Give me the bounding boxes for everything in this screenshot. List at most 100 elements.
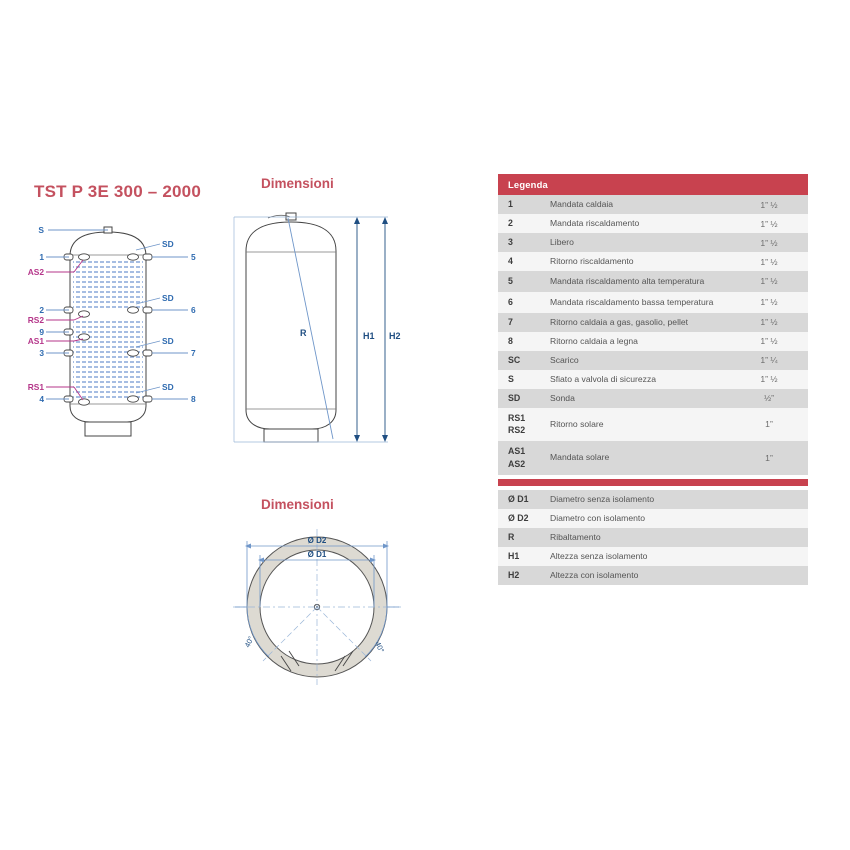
legend-size: 1” bbox=[736, 407, 808, 441]
tank-label-sd-4: SD bbox=[162, 382, 174, 392]
legend-size: 1” ½ bbox=[736, 369, 808, 389]
dimensions-side-figure: R H1 H2 bbox=[228, 196, 408, 461]
legend-desc: Ritorno caldaia a legna bbox=[550, 331, 736, 351]
legend-code: AS1 AS2 bbox=[498, 441, 550, 475]
legend-desc: Mandata solare bbox=[550, 441, 736, 475]
legend-desc: Scarico bbox=[550, 350, 736, 370]
legend-row-6: 6 Mandata riscaldamento bassa temperatur… bbox=[498, 291, 808, 313]
legend-code: R bbox=[498, 527, 550, 547]
tank-label-8: 8 bbox=[191, 394, 196, 404]
dim-label-d2: Ø D2 bbox=[308, 536, 327, 545]
tank-label-sd-3: SD bbox=[162, 336, 174, 346]
legend-code: Ø D1 bbox=[498, 489, 550, 509]
legend-desc: Mandata caldaia bbox=[550, 195, 736, 214]
tank-label-as1: AS1 bbox=[28, 336, 44, 346]
h2-dimension-line bbox=[382, 217, 388, 442]
tank-label-1: 1 bbox=[39, 252, 44, 262]
legend-row-5: 5 Mandata riscaldamento alta temperatura… bbox=[498, 271, 808, 292]
legend-dim-row-d2: Ø D2 Diametro con isolamento bbox=[498, 508, 808, 528]
legend-code: H2 bbox=[498, 565, 550, 585]
legend-table: Legenda 1 Mandata caldaia 1” ½ 2 Mandata… bbox=[498, 174, 808, 585]
d2-dimension-line bbox=[245, 541, 389, 607]
d1-dimension-line bbox=[258, 555, 376, 607]
legend-code: 4 bbox=[498, 252, 550, 271]
legend-body: Legenda 1 Mandata caldaia 1” ½ 2 Mandata… bbox=[498, 174, 808, 585]
legend-code: Ø D2 bbox=[498, 508, 550, 528]
dim-label-h1: H1 bbox=[363, 331, 375, 341]
legend-row-sd: SD Sonda ½” bbox=[498, 388, 808, 408]
dimensions-top-figure: 40° 40° Ø D2 Ø D1 bbox=[225, 515, 410, 685]
legend-desc: Libero bbox=[550, 233, 736, 252]
legend-size: 1” ½ bbox=[736, 233, 808, 252]
dimensions-side-heading: Dimensioni bbox=[261, 176, 334, 191]
legend-code: S bbox=[498, 369, 550, 389]
legend-code: 2 bbox=[498, 214, 550, 233]
legend-size: 1” ¼ bbox=[736, 350, 808, 370]
top-fitting bbox=[285, 212, 297, 221]
tank-label-3: 3 bbox=[39, 348, 44, 358]
legend-size: 1” bbox=[736, 441, 808, 475]
tank-label-rs1: RS1 bbox=[28, 382, 44, 392]
legend-code: RS1 RS2 bbox=[498, 407, 550, 441]
legend-size: 1” ½ bbox=[736, 252, 808, 271]
legend-row-1: 1 Mandata caldaia 1” ½ bbox=[498, 195, 808, 214]
tank-label-sd-1: SD bbox=[162, 239, 174, 249]
page-title: TST P 3E 300 – 2000 bbox=[34, 182, 201, 201]
tank-label-4: 4 bbox=[39, 394, 44, 404]
legend-size: 1” ½ bbox=[736, 312, 808, 332]
legend-dim-row-h2: H2 Altezza con isolamento bbox=[498, 565, 808, 585]
legend-dim-row-d1: Ø D1 Diametro senza isolamento bbox=[498, 489, 808, 509]
h1-dimension-line bbox=[354, 217, 360, 442]
legend-row-4: 4 Ritorno riscaldamento 1” ½ bbox=[498, 252, 808, 271]
legend-row-sc: SC Scarico 1” ¼ bbox=[498, 350, 808, 370]
legend-desc: Mandata riscaldamento bbox=[550, 214, 736, 233]
tank-label-sd-2: SD bbox=[162, 293, 174, 303]
legend-dim-row-r: R Ribaltamento bbox=[498, 527, 808, 547]
legend-desc: Altezza senza isolamento bbox=[550, 546, 808, 566]
legend-code: SC bbox=[498, 350, 550, 370]
tank-schematic-figure: S 1 AS2 2 RS2 9 AS1 3 RS1 4 SD 5 SD 6 SD… bbox=[28, 210, 223, 460]
legend-size: 1” ½ bbox=[736, 214, 808, 233]
legend-gap-row-2 bbox=[498, 485, 808, 490]
legend-size: 1” ½ bbox=[736, 195, 808, 214]
dim-label-r: R bbox=[300, 328, 307, 338]
legend-row-3: 3 Libero 1” ½ bbox=[498, 233, 808, 252]
legend-size: 1” ½ bbox=[736, 331, 808, 351]
legend-desc: Ritorno solare bbox=[550, 407, 736, 441]
legend-row-s: S Sfiato a valvola di sicurezza 1” ½ bbox=[498, 369, 808, 389]
legend-gap-row bbox=[498, 474, 808, 479]
legend-code: 7 bbox=[498, 312, 550, 332]
legend-row-7: 7 Ritorno caldaia a gas, gasolio, pellet… bbox=[498, 312, 808, 332]
tank-label-2: 2 bbox=[39, 305, 44, 315]
dimensions-top-heading: Dimensioni bbox=[261, 497, 334, 512]
tank-label-rs2: RS2 bbox=[28, 315, 44, 325]
legend-code: 3 bbox=[498, 233, 550, 252]
legend-row-2: 2 Mandata riscaldamento 1” ½ bbox=[498, 214, 808, 233]
legend-desc: Ritorno caldaia a gas, gasolio, pellet bbox=[550, 312, 736, 332]
legend-code: 8 bbox=[498, 331, 550, 351]
r-dimension-line bbox=[287, 217, 334, 440]
legend-dim-row-h1: H1 Altezza senza isolamento bbox=[498, 546, 808, 566]
legend-desc: Altezza con isolamento bbox=[550, 565, 808, 585]
dimensions-top-svg: 40° 40° Ø D2 Ø D1 bbox=[233, 529, 401, 685]
tank-label-s: S bbox=[38, 225, 44, 235]
legend-desc: Mandata riscaldamento alta temperatura bbox=[550, 271, 736, 292]
tank-label-6: 6 bbox=[191, 305, 196, 315]
legend-row-as: AS1 AS2 Mandata solare 1” bbox=[498, 441, 808, 475]
legend-code: SD bbox=[498, 388, 550, 408]
dim-label-d1: Ø D1 bbox=[308, 550, 327, 559]
legend-desc: Sonda bbox=[550, 388, 736, 408]
legend-size: ½” bbox=[736, 388, 808, 408]
dimensions-side-svg: R H1 H2 bbox=[233, 212, 401, 443]
tank-label-as2: AS2 bbox=[28, 267, 44, 277]
legend-code: 6 bbox=[498, 291, 550, 313]
legend-code: 1 bbox=[498, 195, 550, 214]
legend-size: 1” ½ bbox=[736, 291, 808, 313]
angle-label-left: 40° bbox=[243, 635, 256, 649]
legend-row-rs: RS1 RS2 Ritorno solare 1” bbox=[498, 407, 808, 441]
tank-label-9: 9 bbox=[39, 327, 44, 337]
legend-header-label: Legenda bbox=[498, 174, 808, 195]
dim-label-h2: H2 bbox=[389, 331, 401, 341]
tank-label-5: 5 bbox=[191, 252, 196, 262]
legend-desc: Ritorno riscaldamento bbox=[550, 252, 736, 271]
